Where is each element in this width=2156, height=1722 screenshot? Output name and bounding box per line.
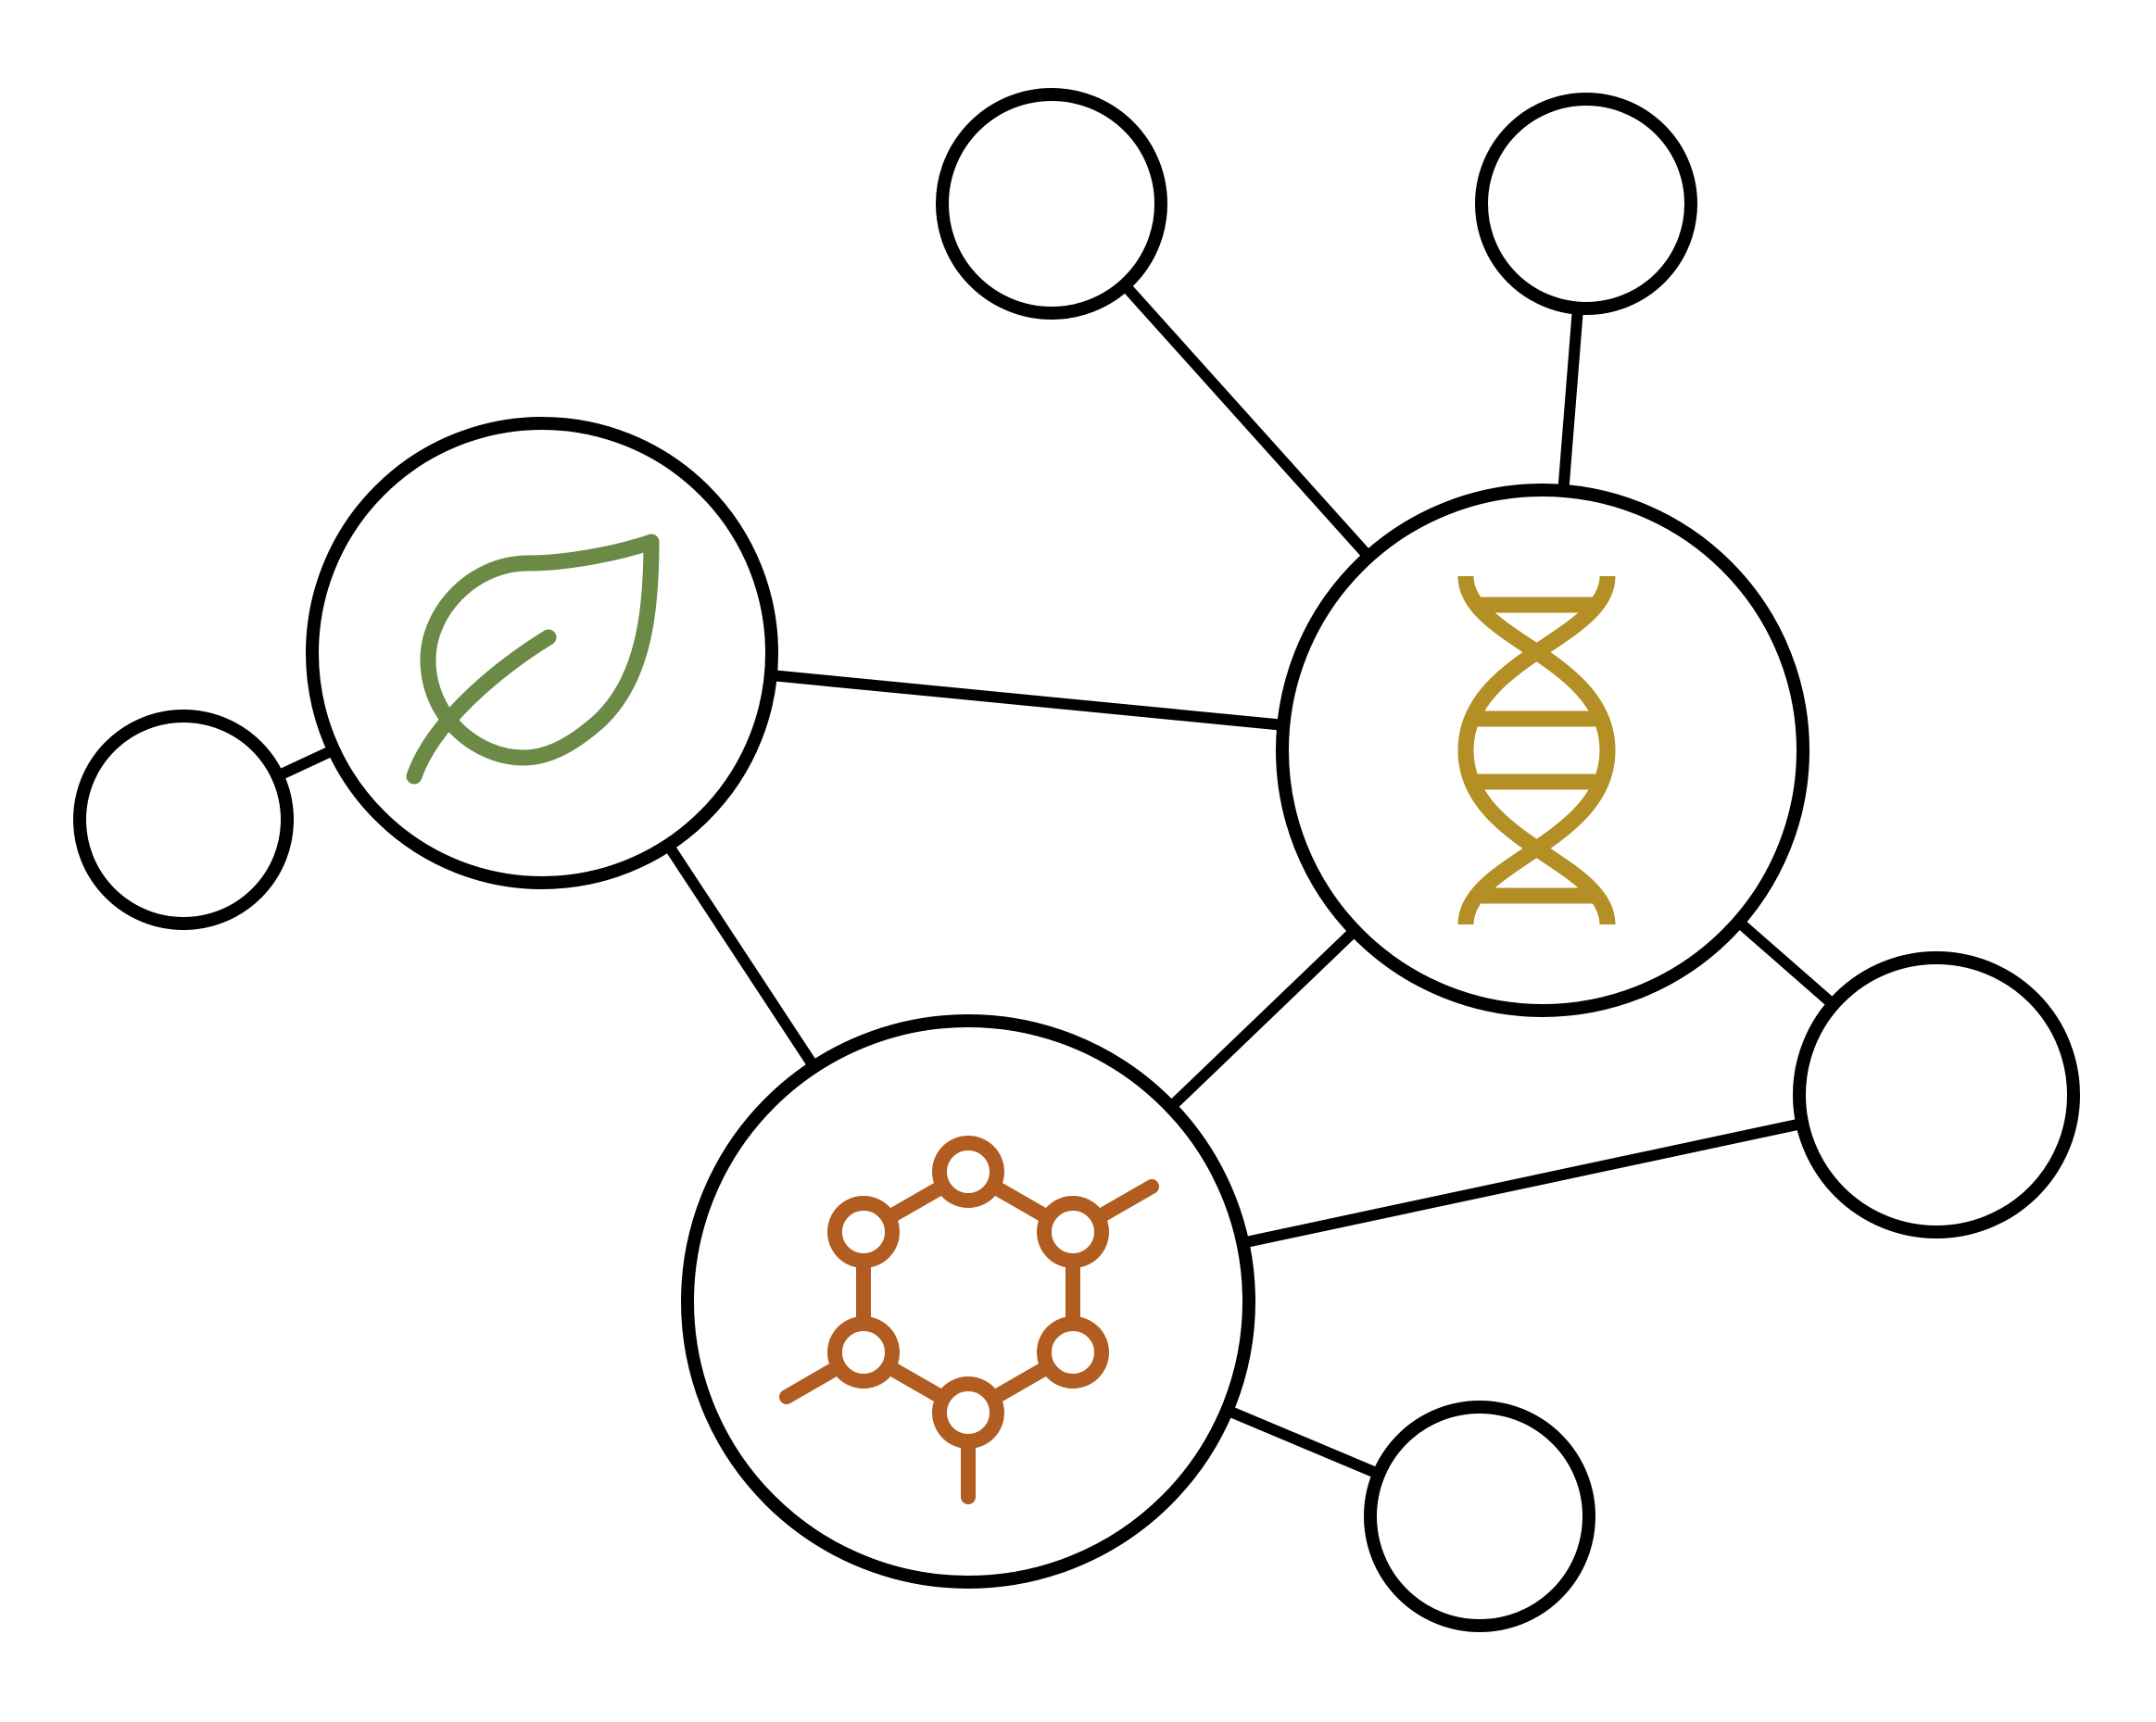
dna-icon bbox=[1457, 575, 1616, 925]
node-bottom bbox=[1364, 1401, 1595, 1632]
hub-leaf bbox=[306, 417, 778, 889]
hub-dna-circle bbox=[1276, 484, 1809, 1017]
node-left bbox=[73, 710, 294, 930]
hub-molecule-circle bbox=[681, 1014, 1255, 1589]
hub-leaf-circle bbox=[306, 417, 778, 889]
molecule-icon bbox=[779, 1136, 1159, 1504]
hub-molecule bbox=[681, 1014, 1255, 1589]
satellite-nodes bbox=[73, 88, 2080, 1632]
leaf-icon bbox=[406, 534, 660, 785]
node-right bbox=[1793, 951, 2080, 1238]
node-top-right bbox=[1475, 93, 1697, 315]
node-top-left bbox=[936, 88, 1167, 320]
hub-dna bbox=[1276, 484, 1809, 1017]
